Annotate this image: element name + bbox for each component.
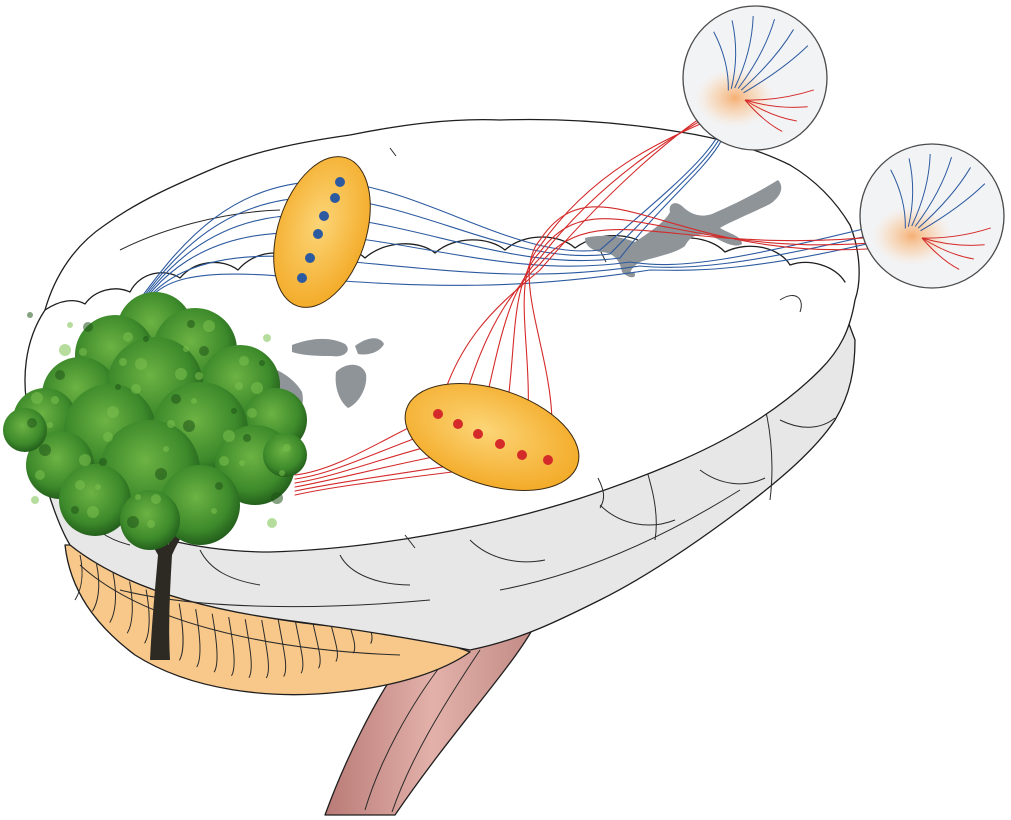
leaf-speck [103, 432, 113, 442]
leaf-speck [235, 382, 243, 390]
leaf-speck [187, 320, 195, 328]
blue-neuron [305, 253, 315, 263]
leaf-speck [259, 360, 265, 366]
leaf-speck [175, 368, 187, 380]
leaf-speck [183, 420, 195, 432]
leaf-speck [83, 322, 93, 332]
leaf-speck [151, 494, 161, 504]
leaf-speck [47, 422, 53, 428]
leaf-speck [27, 418, 37, 428]
leaf-speck [167, 420, 175, 428]
leaf-speck [135, 494, 141, 500]
red-neuron [453, 419, 463, 429]
leaf-speck [171, 394, 181, 404]
leaf-speck [267, 518, 277, 528]
eye-upper [683, 6, 827, 150]
leaf-speck [107, 406, 119, 418]
blue-neuron [335, 177, 345, 187]
leaf-speck [115, 384, 121, 390]
leaf-speck [51, 396, 59, 404]
blue-neuron [313, 229, 323, 239]
eye-lower [860, 144, 1004, 288]
tree-foliage-clump [59, 464, 131, 536]
leaf-speck [199, 346, 209, 356]
leaf-speck [67, 322, 73, 328]
leaf-speck [183, 346, 189, 352]
leaf-speck [247, 408, 257, 418]
red-neuron [543, 455, 553, 465]
red-neuron [495, 439, 505, 449]
blue-neuron [297, 273, 307, 283]
leaf-speck [163, 446, 169, 452]
leaf-speck [239, 356, 249, 366]
tree-foliage-clump [263, 433, 307, 477]
leaf-speck [55, 370, 65, 380]
leaf-speck [279, 470, 285, 476]
leaf-speck [271, 492, 283, 504]
tree-foliage-clump [3, 408, 47, 452]
leaf-speck [119, 358, 127, 366]
leaf-speck [75, 480, 85, 490]
red-neuron [473, 429, 483, 439]
leaf-speck [131, 384, 141, 394]
leaf-speck [231, 408, 237, 414]
leaf-speck [27, 312, 33, 318]
leaf-speck [135, 358, 147, 370]
leaf-speck [219, 456, 229, 466]
red-neuron [433, 409, 443, 419]
leaf-speck [147, 520, 155, 528]
red-neuron [517, 450, 527, 460]
leaf-speck [71, 506, 79, 514]
leaf-speck [39, 444, 51, 456]
leaf-speck [99, 458, 107, 466]
leaf-speck [31, 392, 43, 404]
leaf-speck [251, 382, 263, 394]
leaf-speck [95, 484, 101, 490]
leaf-speck [143, 336, 149, 342]
leaf-speck [79, 454, 91, 466]
leaf-speck [31, 496, 39, 504]
blue-neuron [330, 193, 340, 203]
leaf-speck [211, 508, 217, 514]
leaf-speck [155, 468, 167, 480]
leaf-speck [283, 444, 291, 452]
leaf-speck [123, 332, 133, 342]
leaf-speck [35, 470, 45, 480]
leaf-speck [239, 460, 245, 466]
leaf-speck [191, 398, 197, 404]
blue-neuron [319, 211, 329, 221]
leaf-speck [59, 344, 71, 356]
leaf-speck [87, 506, 99, 518]
leaf-speck [215, 482, 223, 490]
leaf-speck [223, 430, 235, 442]
leaf-speck [79, 348, 87, 356]
leaf-speck [243, 434, 251, 442]
leaf-speck [263, 334, 271, 342]
leaf-speck [127, 516, 139, 528]
leaf-speck [195, 372, 203, 380]
leaf-speck [203, 320, 215, 332]
